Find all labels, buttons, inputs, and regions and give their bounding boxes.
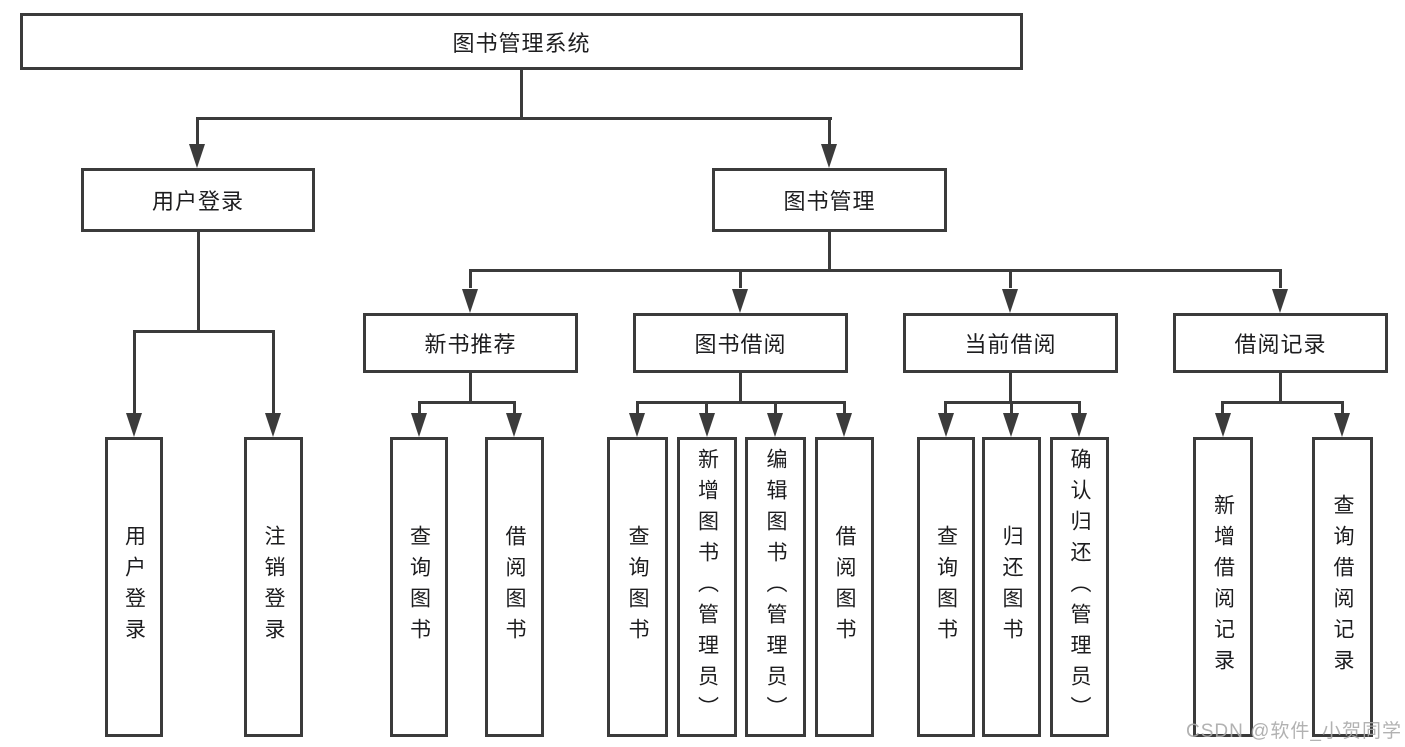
arrowhead-leaf	[1334, 413, 1350, 437]
connector-drop	[843, 404, 846, 414]
connector-drop	[513, 404, 516, 414]
connector-drop-user-login	[196, 117, 199, 146]
connector-borrow-horizontal	[636, 401, 846, 404]
arrowhead-leaf	[767, 413, 783, 437]
arrowhead-leaf	[1071, 413, 1087, 437]
connector-drop	[944, 404, 947, 414]
arrowhead-leaf	[1003, 413, 1019, 437]
connector-newbook-trunk	[469, 373, 472, 402]
leaf-query-books-current: 查询图书	[917, 437, 975, 737]
arrowhead-leaf	[938, 413, 954, 437]
leaf-query-books-recommend: 查询图书	[390, 437, 448, 737]
connector-drop-leaf-logout	[272, 333, 275, 414]
arrowhead-new-book	[462, 289, 478, 313]
leaf-user-login: 用户登录	[105, 437, 163, 737]
leaf-query-books-borrow-label: 查询图书	[626, 525, 649, 649]
arrowhead-leaf	[699, 413, 715, 437]
node-book-borrow: 图书借阅	[633, 313, 848, 373]
connector-borrow-trunk	[739, 373, 742, 402]
leaf-add-borrow-record: 新增借阅记录	[1193, 437, 1253, 737]
connector-current-horizontal	[944, 401, 1081, 404]
leaf-query-borrow-record-label: 查询借阅记录	[1331, 494, 1354, 680]
leaf-query-borrow-record: 查询借阅记录	[1312, 437, 1373, 737]
leaf-add-books-admin-label: 新增图书（管理员）	[695, 447, 719, 727]
connector-drop-current-borrow	[1009, 272, 1012, 288]
leaf-user-login-label: 用户登录	[122, 525, 146, 649]
leaf-add-borrow-record-label: 新增借阅记录	[1211, 494, 1235, 680]
connector-drop-leaf-user-login	[133, 333, 136, 414]
connector-newbook-horizontal	[418, 401, 516, 404]
leaf-query-books-current-label: 查询图书	[934, 525, 958, 649]
leaf-edit-books-admin-label: 编辑图书（管理员）	[764, 447, 787, 727]
connector-drop	[1221, 404, 1224, 414]
connector-l3-horizontal	[469, 269, 1282, 272]
connector-user-trunk	[197, 232, 200, 333]
arrowhead-leaf	[629, 413, 645, 437]
connector-record-trunk	[1279, 373, 1282, 402]
node-user-login: 用户登录	[81, 168, 315, 232]
arrowhead-user-login	[189, 144, 205, 168]
node-current-borrow: 当前借阅	[903, 313, 1118, 373]
arrowhead-leaf	[836, 413, 852, 437]
connector-record-horizontal	[1221, 401, 1344, 404]
leaf-confirm-return-admin: 确认归还（管理员）	[1050, 437, 1109, 737]
leaf-confirm-return-admin-label: 确认归还（管理员）	[1068, 447, 1091, 727]
node-root: 图书管理系统	[20, 13, 1023, 70]
arrowhead-leaf-user-login	[126, 413, 142, 437]
connector-current-trunk	[1009, 373, 1012, 402]
connector-drop-book-borrow	[739, 272, 742, 288]
leaf-return-books-label: 归还图书	[1000, 525, 1023, 649]
connector-drop	[774, 404, 777, 414]
leaf-borrow-books-borrow-label: 借阅图书	[833, 525, 856, 649]
arrowhead-borrow-record	[1272, 289, 1288, 313]
node-new-book-recommend: 新书推荐	[363, 313, 578, 373]
arrowhead-leaf	[411, 413, 427, 437]
connector-drop	[418, 404, 421, 414]
leaf-add-books-admin: 新增图书（管理员）	[677, 437, 737, 737]
connector-user-horizontal	[133, 330, 275, 333]
connector-drop	[1341, 404, 1344, 414]
leaf-logout-label: 注销登录	[262, 525, 285, 649]
csdn-watermark: CSDN @软件_小贺同学	[1186, 721, 1402, 742]
leaf-borrow-books-borrow: 借阅图书	[815, 437, 874, 737]
connector-drop	[1078, 404, 1081, 414]
connector-drop	[636, 404, 639, 414]
node-book-management: 图书管理	[712, 168, 947, 232]
connector-drop-new-book	[469, 272, 472, 288]
arrowhead-book-borrow	[732, 289, 748, 313]
arrowhead-leaf	[506, 413, 522, 437]
connector-drop	[705, 404, 708, 414]
connector-drop-borrow-record	[1279, 272, 1282, 288]
leaf-edit-books-admin: 编辑图书（管理员）	[745, 437, 806, 737]
leaf-return-books: 归还图书	[982, 437, 1041, 737]
connector-mgmt-trunk	[828, 232, 831, 271]
arrowhead-current-borrow	[1002, 289, 1018, 313]
connector-drop	[1010, 404, 1013, 414]
arrowhead-book-management	[821, 144, 837, 168]
connector-l2-horizontal	[196, 117, 832, 120]
leaf-borrow-books-recommend-label: 借阅图书	[503, 525, 526, 649]
arrowhead-leaf	[1215, 413, 1231, 437]
leaf-borrow-books-recommend: 借阅图书	[485, 437, 544, 737]
node-borrow-record: 借阅记录	[1173, 313, 1388, 373]
arrowhead-leaf-logout	[265, 413, 281, 437]
leaf-query-books-borrow: 查询图书	[607, 437, 668, 737]
connector-drop-book-management	[828, 117, 831, 146]
leaf-logout: 注销登录	[244, 437, 303, 737]
leaf-query-books-recommend-label: 查询图书	[407, 525, 431, 649]
connector-root-trunk	[520, 70, 523, 119]
